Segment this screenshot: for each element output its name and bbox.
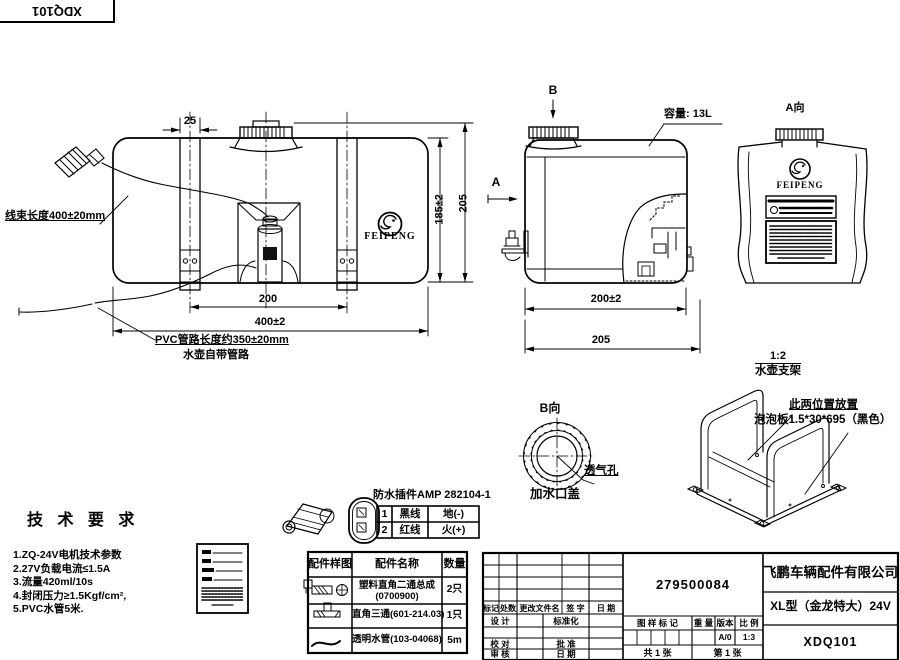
amp-row-polarity: 火(+) [441, 524, 466, 536]
a-view-title: A向 [785, 102, 805, 114]
bracket-detail [686, 389, 849, 528]
b-view-detail [518, 417, 596, 495]
foam-note-line2: 泡泡板1.5*30*695（黑色） [754, 414, 892, 426]
label-sample [196, 543, 249, 614]
dim-depth: 200±2 [590, 293, 622, 305]
foam-note-line1: 此两位置放置 [789, 399, 858, 411]
b-view-title: B向 [539, 401, 561, 415]
dim-total-depth: 205 [591, 334, 611, 346]
tb-label-scale: 比 例 [739, 618, 759, 628]
amp-row-no: 1 [381, 508, 388, 520]
tb-label-date: 日 期 [596, 604, 616, 613]
parts-col-name: 配件名称 [375, 558, 419, 570]
tb-part-number: 279500084 [655, 577, 731, 592]
parts-row-name: 塑料直角二通总成 [358, 580, 435, 591]
dim-total-width: 400±2 [254, 316, 286, 328]
amp-row-polarity: 地(-) [443, 508, 464, 520]
amp-row-wire: 红线 [399, 524, 421, 536]
bracket-scale: 1:2 [755, 350, 801, 364]
brand-text-front: FEIPENG [364, 231, 416, 242]
tech-requirement-item: 5.PVC水管5米. [13, 603, 84, 615]
pvc-hose-length-label: PVC管路长度约350±20mm [155, 334, 289, 346]
corner-code: XDQ101 [31, 3, 82, 19]
tb-scale-value: 1:3 [742, 632, 756, 642]
tech-requirements-title: 技 术 要 求 [27, 512, 140, 529]
tb-label-proofread: 校 对 [490, 639, 510, 649]
parts-row-name: 直角三通(601-214.03) [352, 609, 445, 620]
tb-version-value: A/0 [718, 632, 732, 642]
vent-hole-label: 透气孔 [584, 465, 619, 477]
tb-label-count: 处数 [500, 604, 516, 613]
section-arrow-a: A [491, 175, 501, 189]
side-view [487, 99, 723, 354]
bracket-name: 水壶支架 [755, 365, 801, 377]
dim-body-height: 185±2 [433, 194, 446, 225]
front-view [18, 111, 474, 341]
harness-length-label: 线束长度400±20mm [5, 210, 106, 222]
parts-table-rules [303, 550, 469, 655]
title-block-rules [481, 551, 900, 660]
tb-label-change-file: 更改文件名 [519, 604, 560, 613]
parts-row-qty: 2只 [446, 584, 463, 595]
brand-text-a-view: FEIPENG [776, 180, 824, 190]
tb-label-review: 审 核 [490, 649, 510, 659]
tb-label-mark: 标记 [483, 604, 499, 613]
filler-cap-label: 加水口盖 [530, 487, 581, 501]
tech-requirement-item: 1.ZQ-24V电机技术参数 [13, 549, 122, 561]
tech-requirement-item: 2.27V负载电流≤1.5A [13, 562, 111, 575]
corner-code-box: XDQ101 [0, 0, 115, 23]
tech-requirement-item: 3.流量420ml/10s [13, 576, 93, 588]
dim-strap-spacing: 200 [258, 293, 278, 305]
tb-label-standardize: 标准化 [553, 616, 579, 626]
amp-row-wire: 黑线 [399, 508, 421, 520]
tb-drawing-number: XDQ101 [803, 635, 858, 649]
tb-sheet-number: 第 1 张 [713, 648, 742, 658]
tb-label-date2: 日 期 [556, 649, 576, 659]
parts-row-name: 透明水管(103-04068) [352, 634, 442, 645]
connector-detail-drawing [282, 497, 380, 544]
a-view [737, 128, 868, 284]
parts-row-qty: 1只 [446, 610, 463, 621]
dim-total-height: 205 [457, 194, 470, 213]
tb-label-weight: 重 量 [693, 618, 714, 628]
capacity-label: 容量: 13L [664, 108, 712, 120]
parts-col-sample: 配件样图 [308, 558, 352, 570]
amp-table-rules [376, 505, 480, 539]
connector-title: 防水插件AMP 282104-1 [373, 489, 491, 501]
parts-col-qty: 数量 [443, 558, 466, 570]
tb-model-name: XL型（金龙特大）24V [770, 599, 891, 613]
tb-sheet-total: 共 1 张 [643, 648, 672, 658]
parts-row-qty: 5m [447, 635, 462, 646]
tech-requirement-item: 4.封闭压力≥1.5Kgf/cm², [13, 589, 127, 602]
tb-label-approve: 批 准 [556, 639, 576, 649]
dim-strap-width: 25 [183, 115, 197, 127]
tb-label-version: 版本 [716, 618, 734, 628]
tb-label-design: 设 计 [490, 616, 510, 626]
amp-row-no: 2 [381, 524, 388, 536]
tb-label-pattern-mark: 图 样 标 记 [636, 618, 679, 628]
pvc-hose-note-label: 水壶自带管路 [183, 349, 249, 361]
section-arrow-b: B [548, 83, 558, 97]
parts-row-name2: (0700900) [375, 591, 419, 602]
tb-label-sign: 签 字 [566, 604, 585, 613]
tb-company-name: 飞鹏车辆配件有限公司 [763, 565, 898, 580]
